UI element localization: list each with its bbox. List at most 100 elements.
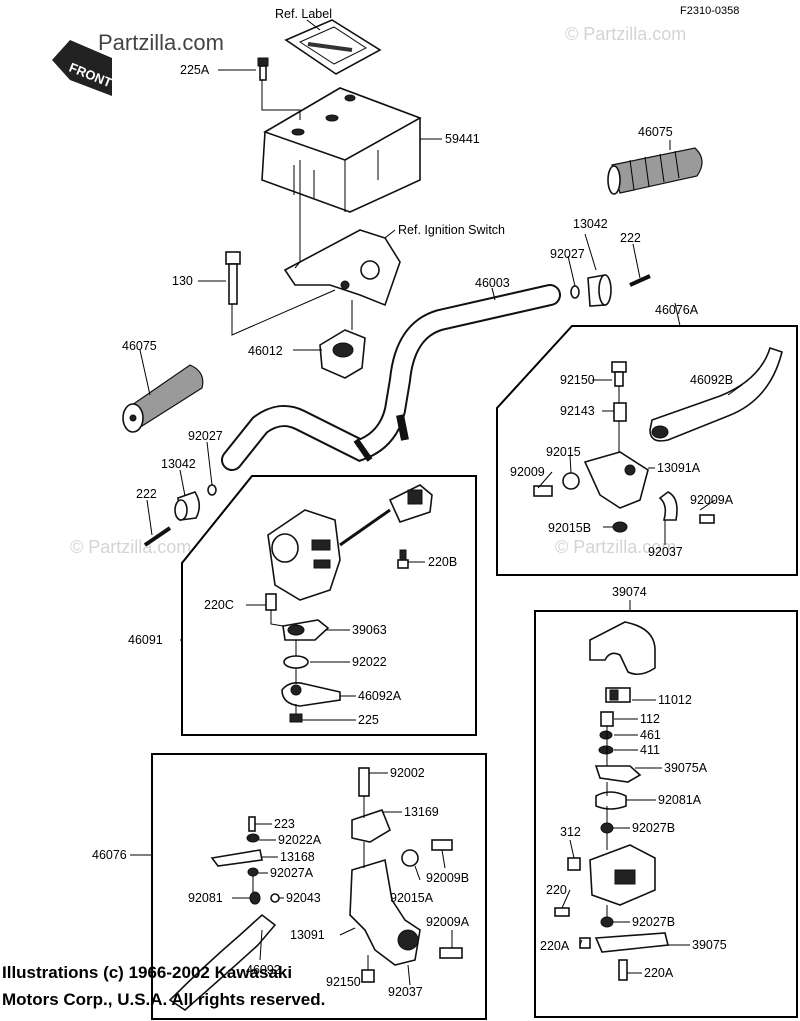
pin-92043 bbox=[270, 893, 280, 903]
watermark: © Partzilla.com bbox=[70, 537, 191, 557]
weight-13042-top bbox=[570, 274, 651, 307]
grip-46075-right bbox=[607, 147, 703, 195]
callout: 92027B bbox=[632, 915, 675, 929]
nut-92015 bbox=[562, 472, 580, 490]
lever-46092B bbox=[649, 346, 783, 442]
grommet-92027B bbox=[600, 822, 614, 834]
switch-11012 bbox=[605, 687, 631, 703]
screw-92009 bbox=[533, 485, 553, 497]
screw-220A bbox=[579, 937, 591, 949]
callout: 92015B bbox=[548, 521, 591, 535]
callout: 225A bbox=[180, 63, 210, 77]
sleeve-92143 bbox=[613, 402, 627, 422]
callout: 46091 bbox=[128, 633, 163, 647]
callout: 220C bbox=[204, 598, 234, 612]
callout: 46092B bbox=[690, 373, 733, 387]
watermark: © Partzilla.com bbox=[555, 537, 676, 557]
bolt-92150-b bbox=[361, 969, 375, 983]
callout: 223 bbox=[274, 817, 295, 831]
bolt-130 bbox=[225, 251, 241, 305]
callout: 220A bbox=[644, 966, 674, 980]
callout: 46012 bbox=[248, 344, 283, 358]
callout: 312 bbox=[560, 825, 581, 839]
switch-case bbox=[589, 844, 656, 906]
lever-46092A bbox=[281, 682, 341, 707]
grommet-92027B-2 bbox=[600, 916, 614, 928]
callout: 92027 bbox=[550, 247, 585, 261]
callout: 92027 bbox=[188, 429, 223, 443]
callout: 13168 bbox=[280, 850, 315, 864]
spring-92081A bbox=[595, 791, 627, 810]
bolt-92150 bbox=[611, 361, 627, 387]
washer-461 bbox=[599, 730, 613, 740]
callout: 92015 bbox=[546, 445, 581, 459]
callout: 13042 bbox=[573, 217, 608, 231]
callout: 92015A bbox=[390, 891, 434, 905]
callout: 112 bbox=[640, 712, 660, 726]
screw-225 bbox=[289, 713, 303, 723]
callout: 39075A bbox=[664, 761, 708, 775]
callout: 46003 bbox=[475, 276, 510, 290]
assembly-box-39074 bbox=[534, 610, 798, 1018]
clutch-holder-13091A bbox=[583, 451, 649, 509]
callout: 220B bbox=[428, 555, 457, 569]
callout: 46075 bbox=[638, 125, 673, 139]
callout: 461 bbox=[640, 728, 661, 742]
callout: 92027A bbox=[270, 866, 314, 880]
callout: 225 bbox=[358, 713, 379, 727]
bracket-13169 bbox=[351, 809, 391, 843]
callout: 222 bbox=[620, 231, 641, 245]
screw-223 bbox=[248, 816, 256, 832]
callout: 13169 bbox=[404, 805, 439, 819]
callout: 92009B bbox=[426, 871, 469, 885]
callout: Ref. Ignition Switch bbox=[398, 223, 505, 237]
grommet-92027A bbox=[247, 867, 259, 877]
callout: 92037 bbox=[648, 545, 683, 559]
brake-holder-13091 bbox=[349, 858, 421, 966]
screw-92009A bbox=[699, 514, 715, 524]
callout: 13091 bbox=[290, 928, 325, 942]
screw-92009B bbox=[431, 839, 453, 851]
callout: 222 bbox=[136, 487, 157, 501]
callout: 46076A bbox=[655, 303, 699, 317]
clamp-92037 bbox=[658, 491, 678, 521]
callout: 92022 bbox=[352, 655, 387, 669]
callout: 39075 bbox=[692, 938, 727, 952]
callout: 39074 bbox=[612, 585, 647, 599]
screw-92009A-b bbox=[439, 947, 463, 959]
ignition-bracket bbox=[283, 229, 401, 307]
cover-39074 bbox=[589, 621, 656, 676]
callout: 13042 bbox=[161, 457, 196, 471]
collar-39063 bbox=[282, 619, 330, 641]
bolt-92002 bbox=[358, 767, 370, 797]
callout: 92022A bbox=[278, 833, 322, 847]
grip-46075-left bbox=[122, 364, 204, 433]
assembly-box-46076A bbox=[496, 325, 798, 576]
screw-220 bbox=[554, 907, 570, 917]
lever-46092 bbox=[168, 913, 277, 1012]
assembly-box-46076 bbox=[151, 753, 487, 1020]
callout: 411 bbox=[640, 743, 660, 757]
watermark: © Partzilla.com bbox=[565, 24, 686, 44]
nut-312 bbox=[567, 857, 581, 871]
lever-39075 bbox=[594, 932, 669, 953]
screw-220C bbox=[265, 593, 277, 611]
callout: 39063 bbox=[352, 623, 387, 637]
washer-411 bbox=[598, 745, 614, 755]
callout: 92009 bbox=[510, 465, 545, 479]
callout: 92037 bbox=[388, 985, 423, 999]
callout: 13091A bbox=[657, 461, 701, 475]
copyright-line-2: Motors Corp., U.S.A. All rights reserved… bbox=[2, 990, 326, 1009]
screw-225A bbox=[257, 57, 269, 81]
callout: 46092A bbox=[358, 689, 402, 703]
callout: 92150 bbox=[560, 373, 595, 387]
washer-92022A bbox=[246, 833, 260, 843]
callout: 46092 bbox=[246, 963, 281, 977]
callout: 92002 bbox=[390, 766, 425, 780]
lever-39075A bbox=[594, 765, 642, 783]
callout: 130 bbox=[172, 274, 193, 288]
callout: 92150 bbox=[326, 975, 361, 989]
handlebar-46003 bbox=[221, 284, 561, 471]
